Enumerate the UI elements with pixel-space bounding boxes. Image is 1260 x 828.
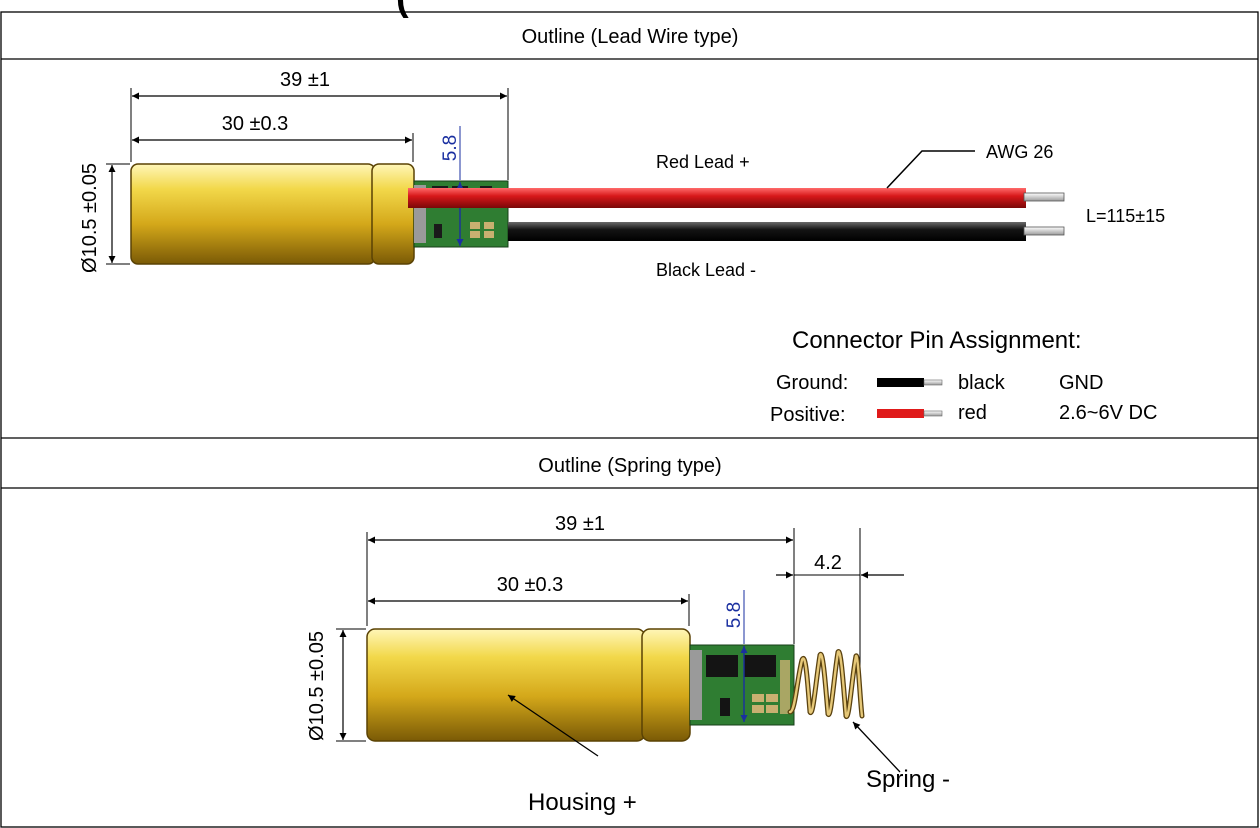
spring-dim-diameter: Ø10.5 ±0.05 bbox=[306, 631, 328, 741]
pin-positive-wire-icon bbox=[877, 409, 943, 418]
housing-leader-line bbox=[507, 694, 599, 757]
lead-dim-pcb: 5.8 bbox=[440, 135, 461, 161]
header-fragment: ( bbox=[396, 0, 409, 19]
pin-assignment-title: Connector Pin Assignment: bbox=[792, 327, 1082, 354]
pin-positive-color: red bbox=[958, 402, 987, 424]
lead-dim-diameter: Ø10.5 ±0.05 bbox=[79, 163, 101, 273]
spring-pcb bbox=[689, 644, 795, 726]
pin-ground-value: GND bbox=[1059, 372, 1103, 394]
awg-leader-line bbox=[886, 150, 975, 189]
spring-section-title: Outline (Spring type) bbox=[538, 455, 721, 477]
lead-extension-lines bbox=[106, 88, 509, 265]
lead-housing bbox=[130, 163, 415, 265]
lead-section-title: Outline (Lead Wire type) bbox=[522, 26, 739, 48]
red-wire bbox=[408, 188, 1065, 208]
spring-housing bbox=[366, 628, 691, 742]
pin-ground-name: Ground: bbox=[776, 372, 848, 394]
spring-dim-housing: 30 ±0.3 bbox=[497, 574, 564, 596]
spring-dim-pcb: 5.8 bbox=[724, 602, 745, 628]
spring-label: Spring - bbox=[866, 766, 950, 793]
black-lead-label: Black Lead - bbox=[656, 260, 756, 280]
spring-dim-overall: 39 ±1 bbox=[555, 513, 605, 535]
lead-dim-housing: 30 ±0.3 bbox=[222, 113, 289, 135]
spring-coil bbox=[787, 649, 865, 719]
table-frame bbox=[0, 11, 1259, 828]
spring-dim-spring: 4.2 bbox=[814, 552, 842, 574]
pin-ground-wire-icon bbox=[877, 378, 943, 387]
spring-extension-lines bbox=[336, 528, 861, 742]
housing-label: Housing + bbox=[528, 789, 637, 816]
pin-positive-value: 2.6~6V DC bbox=[1059, 402, 1157, 424]
pin-ground-color: black bbox=[958, 372, 1006, 394]
black-wire bbox=[508, 222, 1065, 241]
pin-positive-name: Positive: bbox=[770, 404, 846, 426]
length-label: L=115±15 bbox=[1086, 206, 1165, 226]
red-lead-label: Red Lead + bbox=[656, 152, 750, 172]
spring-leader-line bbox=[852, 721, 901, 773]
awg-label: AWG 26 bbox=[986, 142, 1053, 162]
lead-dim-overall: 39 ±1 bbox=[280, 69, 330, 91]
